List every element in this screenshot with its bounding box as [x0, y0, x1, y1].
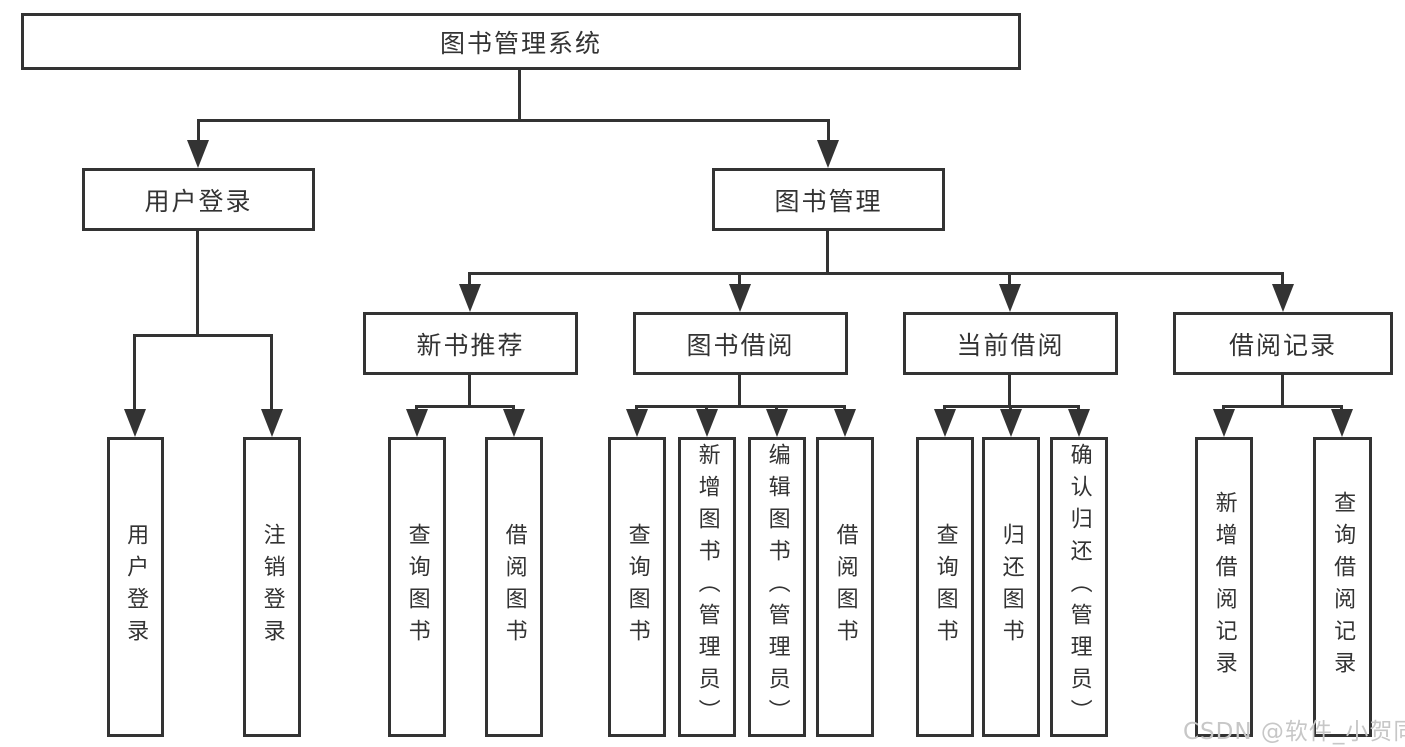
connector-hline: [1222, 405, 1343, 408]
node-label: 用户登录: [144, 186, 253, 216]
arrow-down: [834, 409, 856, 437]
arrow-down: [1331, 409, 1353, 437]
arrow-down: [817, 140, 839, 168]
arrow-down: [1213, 409, 1235, 437]
node-label: 图书借阅: [686, 330, 795, 360]
arrow-down: [406, 409, 428, 437]
node-user-login: 用户登录: [82, 168, 315, 231]
node-current-borrow: 当前借阅: [903, 312, 1118, 375]
leaf-logout: 注销登录: [243, 437, 301, 737]
leaf-newbook-borrow-book: 借阅图书: [485, 437, 543, 737]
arrow-down: [459, 284, 481, 312]
node-label: 注销登录: [259, 523, 285, 651]
connector-hline: [415, 405, 515, 408]
connector-vline: [196, 230, 199, 336]
leaf-current-return-book: 归还图书: [982, 437, 1040, 737]
connector-vline: [468, 375, 471, 407]
arrow-down: [999, 284, 1021, 312]
leaf-user-login: 用户登录: [107, 437, 164, 737]
node-label: 新增图书（管理员）: [694, 443, 720, 731]
node-label: 借阅图书: [832, 523, 858, 651]
node-label: 确认归还（管理员）: [1066, 443, 1092, 731]
leaf-records-add-record: 新增借阅记录: [1195, 437, 1253, 737]
connector-vline: [826, 230, 829, 275]
connector-stem: [738, 273, 741, 287]
arrow-down: [503, 409, 525, 437]
leaf-current-confirm-return-admin: 确认归还（管理员）: [1050, 437, 1108, 737]
connector-stem: [468, 273, 471, 287]
leaf-borrow-edit-book-admin: 编辑图书（管理员）: [748, 437, 806, 737]
arrow-down: [124, 409, 146, 437]
node-label: 查询图书: [932, 523, 958, 651]
leaf-borrow-borrow-book: 借阅图书: [816, 437, 874, 737]
leaf-newbook-query-book: 查询图书: [388, 437, 446, 737]
leaf-borrow-query-book: 查询图书: [608, 437, 666, 737]
arrow-down: [1000, 409, 1022, 437]
node-book-borrow: 图书借阅: [633, 312, 848, 375]
node-book-management: 图书管理: [712, 168, 945, 231]
arrow-down: [626, 409, 648, 437]
connector-stem: [133, 335, 136, 412]
arrow-down: [1068, 409, 1090, 437]
node-label: 编辑图书（管理员）: [764, 443, 790, 731]
arrow-down: [766, 409, 788, 437]
node-label: 归还图书: [998, 523, 1024, 651]
node-label: 借阅图书: [501, 523, 527, 651]
connector-vline: [738, 375, 741, 407]
arrow-down: [261, 409, 283, 437]
connector-hline: [468, 272, 1284, 275]
leaf-current-query-book: 查询图书: [916, 437, 974, 737]
connector-hline: [635, 405, 846, 408]
node-label: 当前借阅: [956, 330, 1065, 360]
node-label: 图书管理: [774, 186, 883, 216]
connector-stem: [827, 120, 830, 144]
arrow-down: [729, 284, 751, 312]
connector-hline: [197, 119, 830, 122]
node-new-book-recommend: 新书推荐: [363, 312, 578, 375]
arrow-down: [934, 409, 956, 437]
arrow-down: [1272, 284, 1294, 312]
connector-vline: [518, 70, 521, 122]
node-label: 借阅记录: [1228, 330, 1337, 360]
connector-stem: [1008, 273, 1011, 287]
connector-stem: [270, 335, 273, 412]
connector-stem: [197, 120, 200, 144]
node-library-system: 图书管理系统: [21, 13, 1021, 70]
node-label: 查询图书: [624, 523, 650, 651]
node-label: 用户登录: [123, 523, 149, 651]
arrow-down: [696, 409, 718, 437]
connector-stem: [1281, 273, 1284, 287]
connector-hline: [133, 334, 273, 337]
node-label: 图书管理系统: [439, 28, 602, 58]
node-label: 新增借阅记录: [1211, 491, 1237, 683]
connector-vline: [1281, 375, 1284, 407]
leaf-records-query-record: 查询借阅记录: [1313, 437, 1372, 737]
node-label: 新书推荐: [416, 330, 525, 360]
node-label: 查询图书: [404, 523, 430, 651]
arrow-down: [187, 140, 209, 168]
connector-vline: [1008, 375, 1011, 407]
node-borrow-records: 借阅记录: [1173, 312, 1393, 375]
leaf-borrow-add-book-admin: 新增图书（管理员）: [678, 437, 736, 737]
watermark: CSDN @软件_小贺同学: [1183, 719, 1405, 745]
node-label: 查询借阅记录: [1330, 491, 1356, 683]
